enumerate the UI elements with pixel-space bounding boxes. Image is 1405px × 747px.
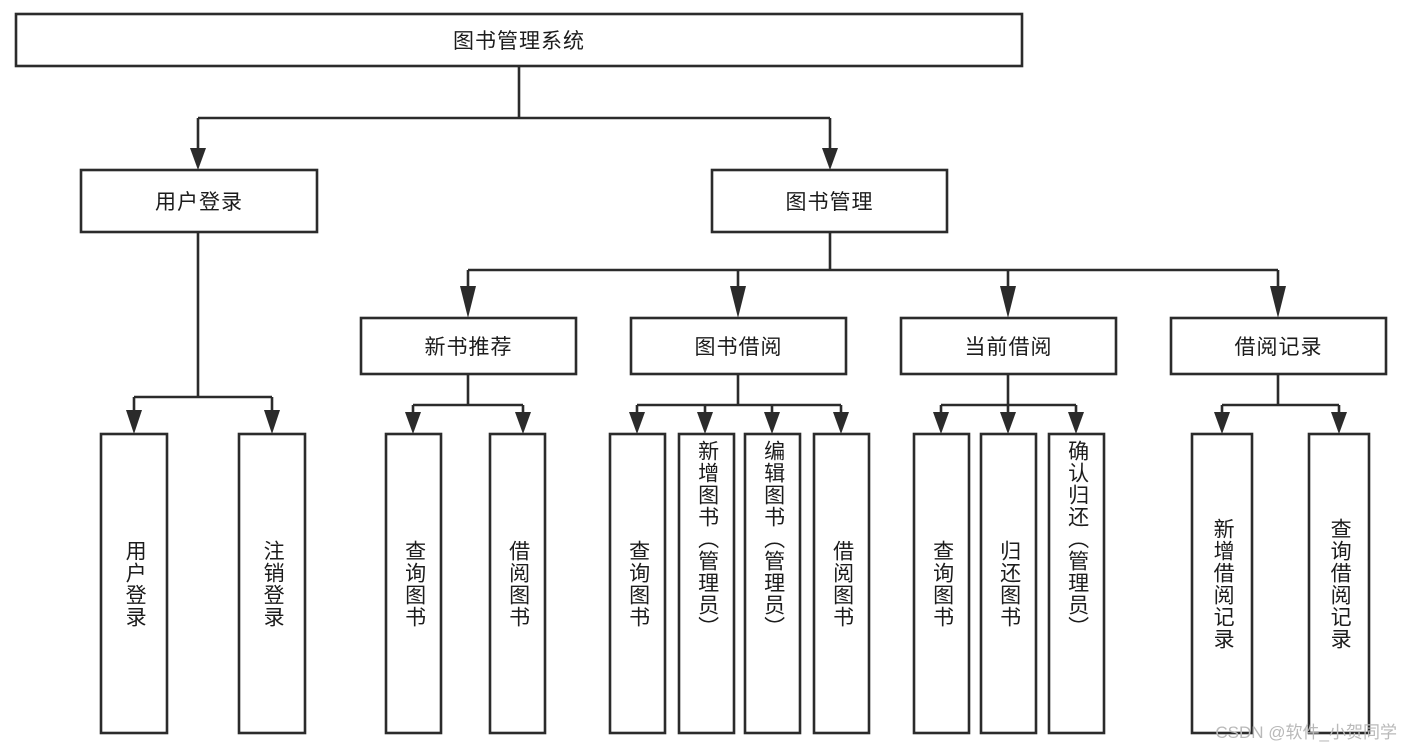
node-leaf-logout-box[interactable] — [237, 432, 307, 735]
node-borrow-record-box[interactable] — [1169, 316, 1388, 376]
node-leaf-query-record-box[interactable] — [1307, 432, 1371, 735]
node-user-login-box[interactable] — [79, 168, 319, 234]
node-leaf-user-login-box[interactable] — [99, 432, 169, 735]
arrow-root-to-bookmanage — [822, 148, 838, 170]
arrow-bookborrow-leaf-4 — [833, 412, 849, 434]
arrow-bookmanage-to-newbook — [460, 286, 476, 318]
node-leaf-edit-book-box[interactable] — [743, 432, 802, 735]
csdn-watermark: CSDN @软件_小贺同学 — [1215, 723, 1397, 742]
arrow-root-to-userlogin — [190, 148, 206, 170]
node-leaf-add-book-box[interactable] — [677, 432, 736, 735]
arrow-bookmanage-to-current — [1000, 286, 1016, 318]
node-book-manage-box[interactable] — [710, 168, 949, 234]
node-root-box[interactable] — [14, 12, 1024, 68]
node-book-borrow-box[interactable] — [629, 316, 848, 376]
node-leaf-query-book-1-box[interactable] — [384, 432, 443, 735]
node-new-book-recommend-box[interactable] — [359, 316, 578, 376]
arrow-borrowrecord-leaf-2 — [1331, 412, 1347, 434]
arrow-bookmanage-to-record — [1270, 286, 1286, 318]
arrow-newbook-leaf-2 — [515, 412, 531, 434]
arrow-bookborrow-leaf-3 — [764, 412, 780, 434]
arrow-bookmanage-to-borrow — [730, 286, 746, 318]
node-leaf-return-book-box[interactable] — [979, 432, 1038, 735]
node-leaf-query-book-3-box[interactable] — [912, 432, 971, 735]
node-leaf-borrow-book-1-box[interactable] — [488, 432, 547, 735]
arrow-currentborrow-leaf-1 — [933, 412, 949, 434]
arrow-borrowrecord-leaf-1 — [1214, 412, 1230, 434]
arrow-currentborrow-leaf-2 — [1000, 412, 1016, 434]
node-leaf-query-book-2-box[interactable] — [608, 432, 667, 735]
arrow-userlogin-leaf-1 — [126, 410, 142, 434]
arrow-newbook-leaf-1 — [405, 412, 421, 434]
node-leaf-confirm-return-box[interactable] — [1047, 432, 1106, 735]
arrow-userlogin-leaf-2 — [264, 410, 280, 434]
arrow-bookborrow-leaf-1 — [629, 412, 645, 434]
node-leaf-add-record-box[interactable] — [1190, 432, 1254, 735]
node-current-borrow-box[interactable] — [899, 316, 1118, 376]
arrow-bookborrow-leaf-2 — [697, 412, 713, 434]
arrow-currentborrow-leaf-3 — [1068, 412, 1084, 434]
node-leaf-borrow-book-2-box[interactable] — [812, 432, 871, 735]
